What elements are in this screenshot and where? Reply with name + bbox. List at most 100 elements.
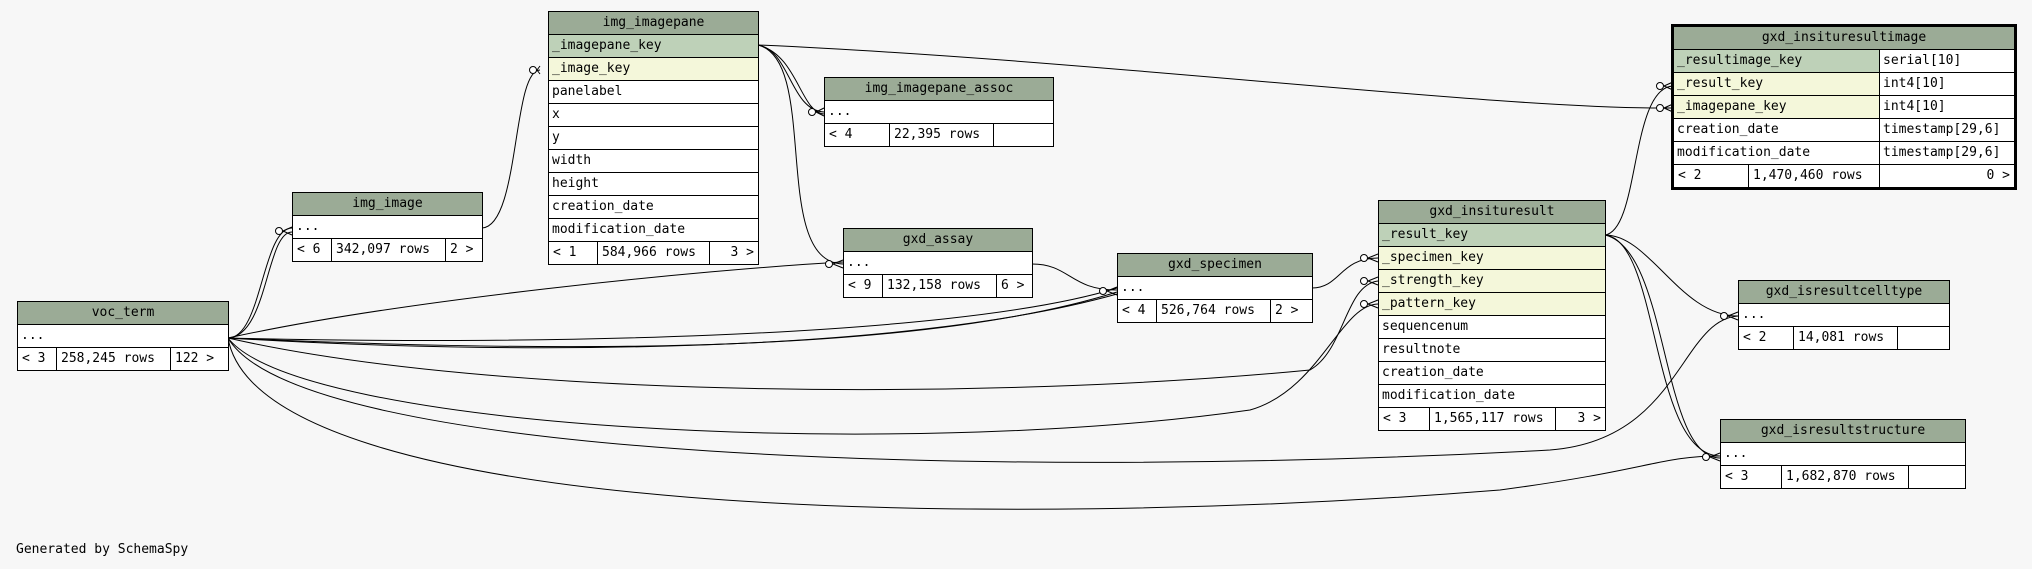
row-count: 342,097 rows bbox=[331, 239, 445, 261]
children-link[interactable]: 0 > bbox=[1879, 165, 2014, 187]
edge-imagepane-resultimage bbox=[757, 44, 1674, 109]
table-footer: < 6 342,097 rows 2 > bbox=[293, 239, 482, 261]
children-link[interactable] bbox=[1897, 327, 1949, 349]
column-type: timestamp[29,6] bbox=[1879, 119, 2014, 141]
column-row[interactable]: ... bbox=[844, 252, 1032, 275]
edge-result-structure-2 bbox=[1604, 234, 1721, 459]
table-title[interactable]: gxd_assay bbox=[844, 229, 1032, 252]
parents-link[interactable]: < 9 bbox=[848, 278, 872, 293]
children-link[interactable]: 3 > bbox=[709, 242, 758, 264]
edge-voc-structure bbox=[227, 337, 1721, 510]
edge-result-celltype bbox=[1604, 234, 1739, 317]
column-row-primary-key[interactable]: _resultimage_key serial[10] bbox=[1674, 50, 2014, 73]
column-row[interactable]: ... bbox=[1118, 277, 1312, 300]
table-title[interactable]: gxd_isresultcelltype bbox=[1739, 281, 1949, 304]
table-title[interactable]: img_image bbox=[293, 193, 482, 216]
edge-voc-assay bbox=[227, 261, 844, 339]
column-row-foreign-key[interactable]: _specimen_key bbox=[1379, 247, 1605, 270]
table-footer: < 3 1,565,117 rows 3 > bbox=[1379, 408, 1605, 430]
children-link[interactable]: 2 > bbox=[445, 239, 482, 261]
column-row[interactable]: ... bbox=[825, 101, 1053, 124]
column-row[interactable]: panelabel bbox=[549, 81, 758, 104]
children-link[interactable]: 2 > bbox=[1270, 300, 1312, 322]
parents-link[interactable]: < 2 bbox=[1743, 330, 1767, 345]
column-name: modification_date bbox=[1677, 145, 1811, 160]
column-row-primary-key[interactable]: _imagepane_key bbox=[549, 35, 758, 58]
table-footer: < 3 258,245 rows 122 > bbox=[18, 348, 228, 370]
column-row[interactable]: width bbox=[549, 150, 758, 173]
children-link[interactable] bbox=[993, 124, 1053, 146]
column-row-foreign-key[interactable]: _imagepane_key int4[10] bbox=[1674, 96, 2014, 119]
children-link[interactable] bbox=[1908, 466, 1965, 488]
table-gxd-assay[interactable]: gxd_assay ... < 9 132,158 rows 6 > bbox=[843, 228, 1033, 298]
table-title[interactable]: img_imagepane bbox=[549, 12, 758, 35]
table-gxd-isresultstructure[interactable]: gxd_isresultstructure ... < 3 1,682,870 … bbox=[1720, 419, 1966, 489]
table-title[interactable]: gxd_isresultstructure bbox=[1721, 420, 1965, 443]
table-img-image[interactable]: img_image ... < 6 342,097 rows 2 > bbox=[292, 192, 483, 262]
table-img-imagepane[interactable]: img_imagepane _imagepane_key _image_key … bbox=[548, 11, 759, 265]
row-count: 1,565,117 rows bbox=[1429, 408, 1555, 430]
edge-voc-specimen-2 bbox=[227, 293, 1118, 349]
row-count: 258,245 rows bbox=[56, 348, 170, 370]
table-footer: < 4 22,395 rows bbox=[825, 124, 1053, 146]
column-row[interactable]: modification_date timestamp[29,6] bbox=[1674, 142, 2014, 165]
table-footer: < 2 14,081 rows bbox=[1739, 327, 1949, 349]
column-row-primary-key[interactable]: _result_key bbox=[1379, 224, 1605, 247]
children-link[interactable]: 3 > bbox=[1555, 408, 1605, 430]
children-link[interactable]: 6 > bbox=[996, 275, 1032, 297]
column-row[interactable]: creation_date bbox=[549, 196, 758, 219]
table-voc-term[interactable]: voc_term ... < 3 258,245 rows 122 > bbox=[17, 301, 229, 371]
edge-specimen-insituresult bbox=[1311, 257, 1379, 289]
column-row-foreign-key[interactable]: _strength_key bbox=[1379, 270, 1605, 293]
edge-img-image-imagepane bbox=[481, 69, 541, 229]
column-row[interactable]: creation_date bbox=[1379, 362, 1605, 385]
parents-link[interactable]: < 4 bbox=[829, 127, 853, 142]
parents-link[interactable]: < 1 bbox=[553, 245, 577, 260]
parents-link[interactable]: < 3 bbox=[22, 351, 46, 366]
table-footer: < 1 584,966 rows 3 > bbox=[549, 242, 758, 264]
row-count: 14,081 rows bbox=[1793, 327, 1897, 349]
parents-link[interactable]: < 4 bbox=[1122, 303, 1146, 318]
column-row-foreign-key[interactable]: _result_key int4[10] bbox=[1674, 73, 2014, 96]
column-row[interactable]: height bbox=[549, 173, 758, 196]
column-name: _resultimage_key bbox=[1677, 53, 1803, 68]
edge-imagepane-assoc-1 bbox=[757, 44, 825, 113]
table-title[interactable]: gxd_insituresult bbox=[1379, 201, 1605, 224]
column-row[interactable]: ... bbox=[18, 325, 228, 348]
column-row[interactable]: modification_date bbox=[1379, 385, 1605, 408]
column-row[interactable]: sequencenum bbox=[1379, 316, 1605, 339]
column-row[interactable]: ... bbox=[1721, 443, 1965, 466]
table-title[interactable]: gxd_specimen bbox=[1118, 254, 1312, 277]
parents-link[interactable]: < 6 bbox=[297, 242, 321, 257]
parents-link[interactable]: < 3 bbox=[1725, 469, 1749, 484]
column-name: _result_key bbox=[1677, 76, 1764, 91]
column-row[interactable]: y bbox=[549, 127, 758, 150]
column-row[interactable]: ... bbox=[293, 216, 482, 239]
edge-imagepane-assay bbox=[757, 44, 844, 265]
edge-markers bbox=[275, 66, 1728, 461]
column-type: int4[10] bbox=[1879, 73, 2014, 95]
column-row[interactable]: x bbox=[549, 104, 758, 127]
table-title[interactable]: img_imagepane_assoc bbox=[825, 78, 1053, 101]
column-name: _imagepane_key bbox=[1677, 99, 1787, 114]
table-gxd-insituresult[interactable]: gxd_insituresult _result_key _specimen_k… bbox=[1378, 200, 1606, 431]
column-row-foreign-key[interactable]: _image_key bbox=[549, 58, 758, 81]
column-row[interactable]: ... bbox=[1739, 304, 1949, 327]
column-row[interactable]: resultnote bbox=[1379, 339, 1605, 362]
edge-result-structure-1 bbox=[1604, 234, 1721, 457]
parents-link[interactable]: < 2 bbox=[1678, 168, 1702, 183]
table-title[interactable]: voc_term bbox=[18, 302, 228, 325]
edge-voc-img-image-2 bbox=[227, 231, 293, 339]
column-row[interactable]: creation_date timestamp[29,6] bbox=[1674, 119, 2014, 142]
edge-voc-celltype bbox=[227, 315, 1739, 463]
column-row[interactable]: modification_date bbox=[549, 219, 758, 242]
column-row-foreign-key[interactable]: _pattern_key bbox=[1379, 293, 1605, 316]
children-link[interactable]: 122 > bbox=[170, 348, 228, 370]
table-gxd-insituresultimage[interactable]: gxd_insituresultimage _resultimage_key s… bbox=[1671, 24, 2017, 190]
table-gxd-specimen[interactable]: gxd_specimen ... < 4 526,764 rows 2 > bbox=[1117, 253, 1313, 323]
table-gxd-isresultcelltype[interactable]: gxd_isresultcelltype ... < 2 14,081 rows bbox=[1738, 280, 1950, 350]
table-title[interactable]: gxd_insituresultimage bbox=[1674, 27, 2014, 50]
parents-link[interactable]: < 3 bbox=[1383, 411, 1407, 426]
table-img-imagepane-assoc[interactable]: img_imagepane_assoc ... < 4 22,395 rows bbox=[824, 77, 1054, 147]
